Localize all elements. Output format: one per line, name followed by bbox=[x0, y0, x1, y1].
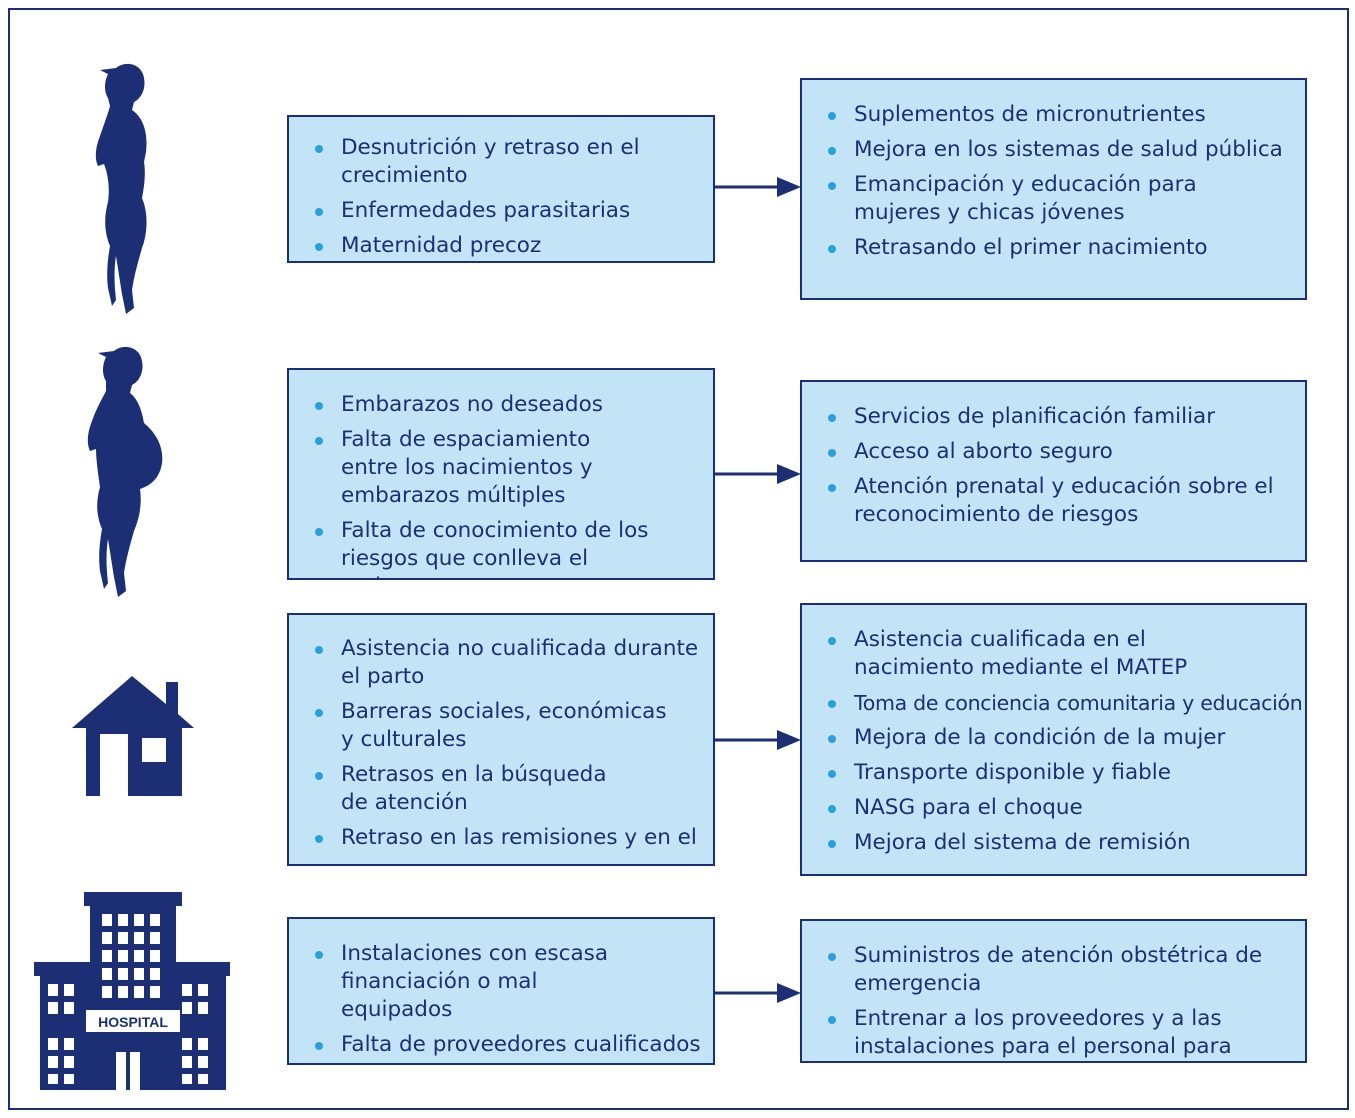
list-item: Retrasos en la búsqueda de atención bbox=[289, 761, 713, 817]
solutions-box-row2: Servicios de planificación familiar Acce… bbox=[800, 380, 1307, 562]
problems-box-row4: Instalaciones con escasa financiación o … bbox=[287, 917, 715, 1065]
list-item: Entrenar a los proveedores y a las insta… bbox=[802, 1005, 1305, 1061]
list-item: Falta de conocimiento de los riesgos que… bbox=[289, 517, 713, 578]
problems-box-row2: Embarazos no deseados Falta de espaciami… bbox=[287, 368, 715, 580]
list-item: Asistencia cualificada en el nacimiento … bbox=[802, 626, 1305, 682]
list-item: Toma de conciencia comunitaria y educaci… bbox=[802, 689, 1305, 717]
problems-box-row3: Asistencia no cualificada durante el par… bbox=[287, 613, 715, 866]
hospital-sign-label: HOSPITAL bbox=[98, 1014, 168, 1030]
problems-box-row1: Desnutrición y retraso en el crecimiento… bbox=[287, 115, 715, 263]
hospital-icon: HOSPITAL bbox=[32, 892, 232, 1090]
list-item: Suministros de atención obstétrica de em… bbox=[802, 942, 1305, 998]
diagram-frame bbox=[8, 8, 1349, 1110]
list-item: Acceso al aborto seguro bbox=[802, 438, 1305, 466]
list-item: Embarazos no deseados bbox=[289, 391, 713, 419]
woman-silhouette-icon bbox=[86, 62, 170, 318]
list-item: Falta de proveedores cualificados bbox=[289, 1031, 713, 1059]
list-item: Barreras sociales, económicas y cultural… bbox=[289, 698, 713, 754]
list-item: Falta de espaciamiento entre los nacimie… bbox=[289, 426, 713, 510]
list-item: Instalaciones con escasa financiación o … bbox=[289, 940, 713, 1024]
solutions-box-row4: Suministros de atención obstétrica de em… bbox=[800, 919, 1307, 1063]
arrow-icon bbox=[715, 175, 801, 199]
pregnant-woman-icon bbox=[76, 345, 172, 601]
solutions-box-row1: Suplementos de micronutrientes Mejora en… bbox=[800, 78, 1307, 300]
list-item: NASG para el choque bbox=[802, 794, 1305, 822]
list-item: Retraso en las remisiones y en el bbox=[289, 824, 713, 852]
list-item: Desnutrición y retraso en el crecimiento bbox=[289, 134, 713, 190]
list-item: Enfermedades parasitarias bbox=[289, 197, 713, 225]
list-item: Transporte disponible y fiable bbox=[802, 759, 1305, 787]
list-item: Mejora del sistema de remisión bbox=[802, 829, 1305, 857]
arrow-icon bbox=[715, 462, 801, 486]
list-item: Mejora en los sistemas de salud pública bbox=[802, 136, 1305, 164]
list-item: Mejora de la condición de la mujer bbox=[802, 724, 1305, 752]
list-item: Asistencia no cualificada durante el par… bbox=[289, 635, 713, 691]
list-item: Atención prenatal y educación sobre el r… bbox=[802, 473, 1305, 529]
arrow-icon bbox=[715, 981, 801, 1005]
arrow-icon bbox=[715, 728, 801, 752]
house-icon bbox=[70, 672, 198, 800]
solutions-box-row3: Asistencia cualificada en el nacimiento … bbox=[800, 603, 1307, 876]
list-item: Maternidad precoz bbox=[289, 232, 713, 260]
list-item: Servicios de planificación familiar bbox=[802, 403, 1305, 431]
list-item: Suplementos de micronutrientes bbox=[802, 101, 1305, 129]
list-item: Emancipación y educación para mujeres y … bbox=[802, 171, 1305, 227]
list-item: Retrasando el primer nacimiento bbox=[802, 234, 1305, 262]
